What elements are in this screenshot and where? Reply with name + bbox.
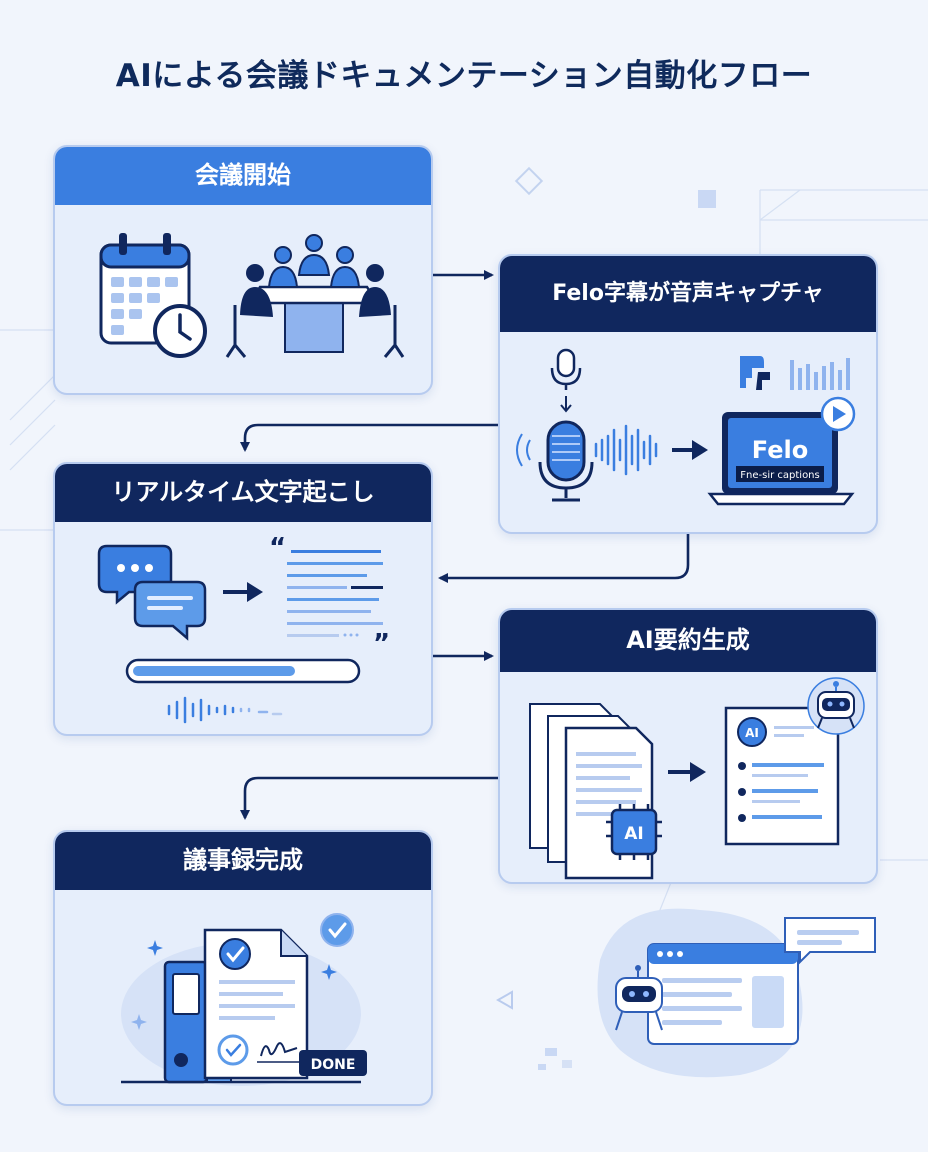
caption-text: Fne-sir captions bbox=[740, 470, 819, 481]
step-card-meeting-start: 会議開始 bbox=[53, 145, 433, 395]
document-stack-icon: AI bbox=[529, 703, 662, 880]
step-card-minutes-complete: 議事録完成 bbox=[53, 830, 433, 1106]
chat-bubbles-icon bbox=[97, 544, 207, 641]
step-title: AI要約生成 bbox=[500, 610, 876, 672]
step-card-realtime-transcription: リアルタイム文字起こし “ ” bbox=[53, 462, 433, 736]
svg-text:”: ” bbox=[373, 629, 390, 659]
meeting-people-icon bbox=[225, 234, 405, 358]
ai-badge-label: AI bbox=[745, 726, 759, 740]
page-title: AIによる会議ドキュメンテーション自動化フロー bbox=[115, 58, 813, 94]
calendar-clock-icon bbox=[99, 233, 207, 358]
robot-window-illustration bbox=[597, 908, 876, 1078]
progress-bar bbox=[125, 658, 361, 684]
step-title: リアルタイム文字起こし bbox=[55, 464, 431, 522]
microphone-icon bbox=[516, 348, 594, 502]
audio-wave-icon bbox=[167, 696, 283, 724]
step-title: Felo字幕が音声キャプチャ bbox=[500, 256, 876, 332]
step-title: 議事録完成 bbox=[55, 832, 431, 890]
felo-logo-icon bbox=[740, 356, 770, 390]
done-label: DONE bbox=[311, 1057, 356, 1073]
sound-wave-icon bbox=[594, 424, 658, 476]
step-card-ai-summary: AI要約生成 AI bbox=[498, 608, 878, 884]
check-circle-icon bbox=[320, 913, 354, 947]
audio-level-icon bbox=[790, 358, 850, 390]
transcript-lines-icon: “ ” bbox=[269, 533, 390, 659]
step-card-audio-capture: Felo字幕が音声キャプチャ bbox=[498, 254, 878, 534]
step-title: 会議開始 bbox=[55, 147, 431, 205]
felo-logo-text: Felo bbox=[752, 436, 808, 464]
minutes-document-icon bbox=[203, 928, 309, 1080]
svg-text:“: “ bbox=[269, 533, 286, 563]
laptop-felo-screen: Felo Fne-sir captions bbox=[707, 396, 856, 506]
done-badge: DONE bbox=[299, 1050, 367, 1076]
summary-document-icon: AI bbox=[724, 706, 840, 846]
sparkle-icons bbox=[131, 940, 337, 1030]
ai-chip-label: AI bbox=[624, 824, 643, 844]
ai-robot-icon bbox=[807, 677, 865, 735]
